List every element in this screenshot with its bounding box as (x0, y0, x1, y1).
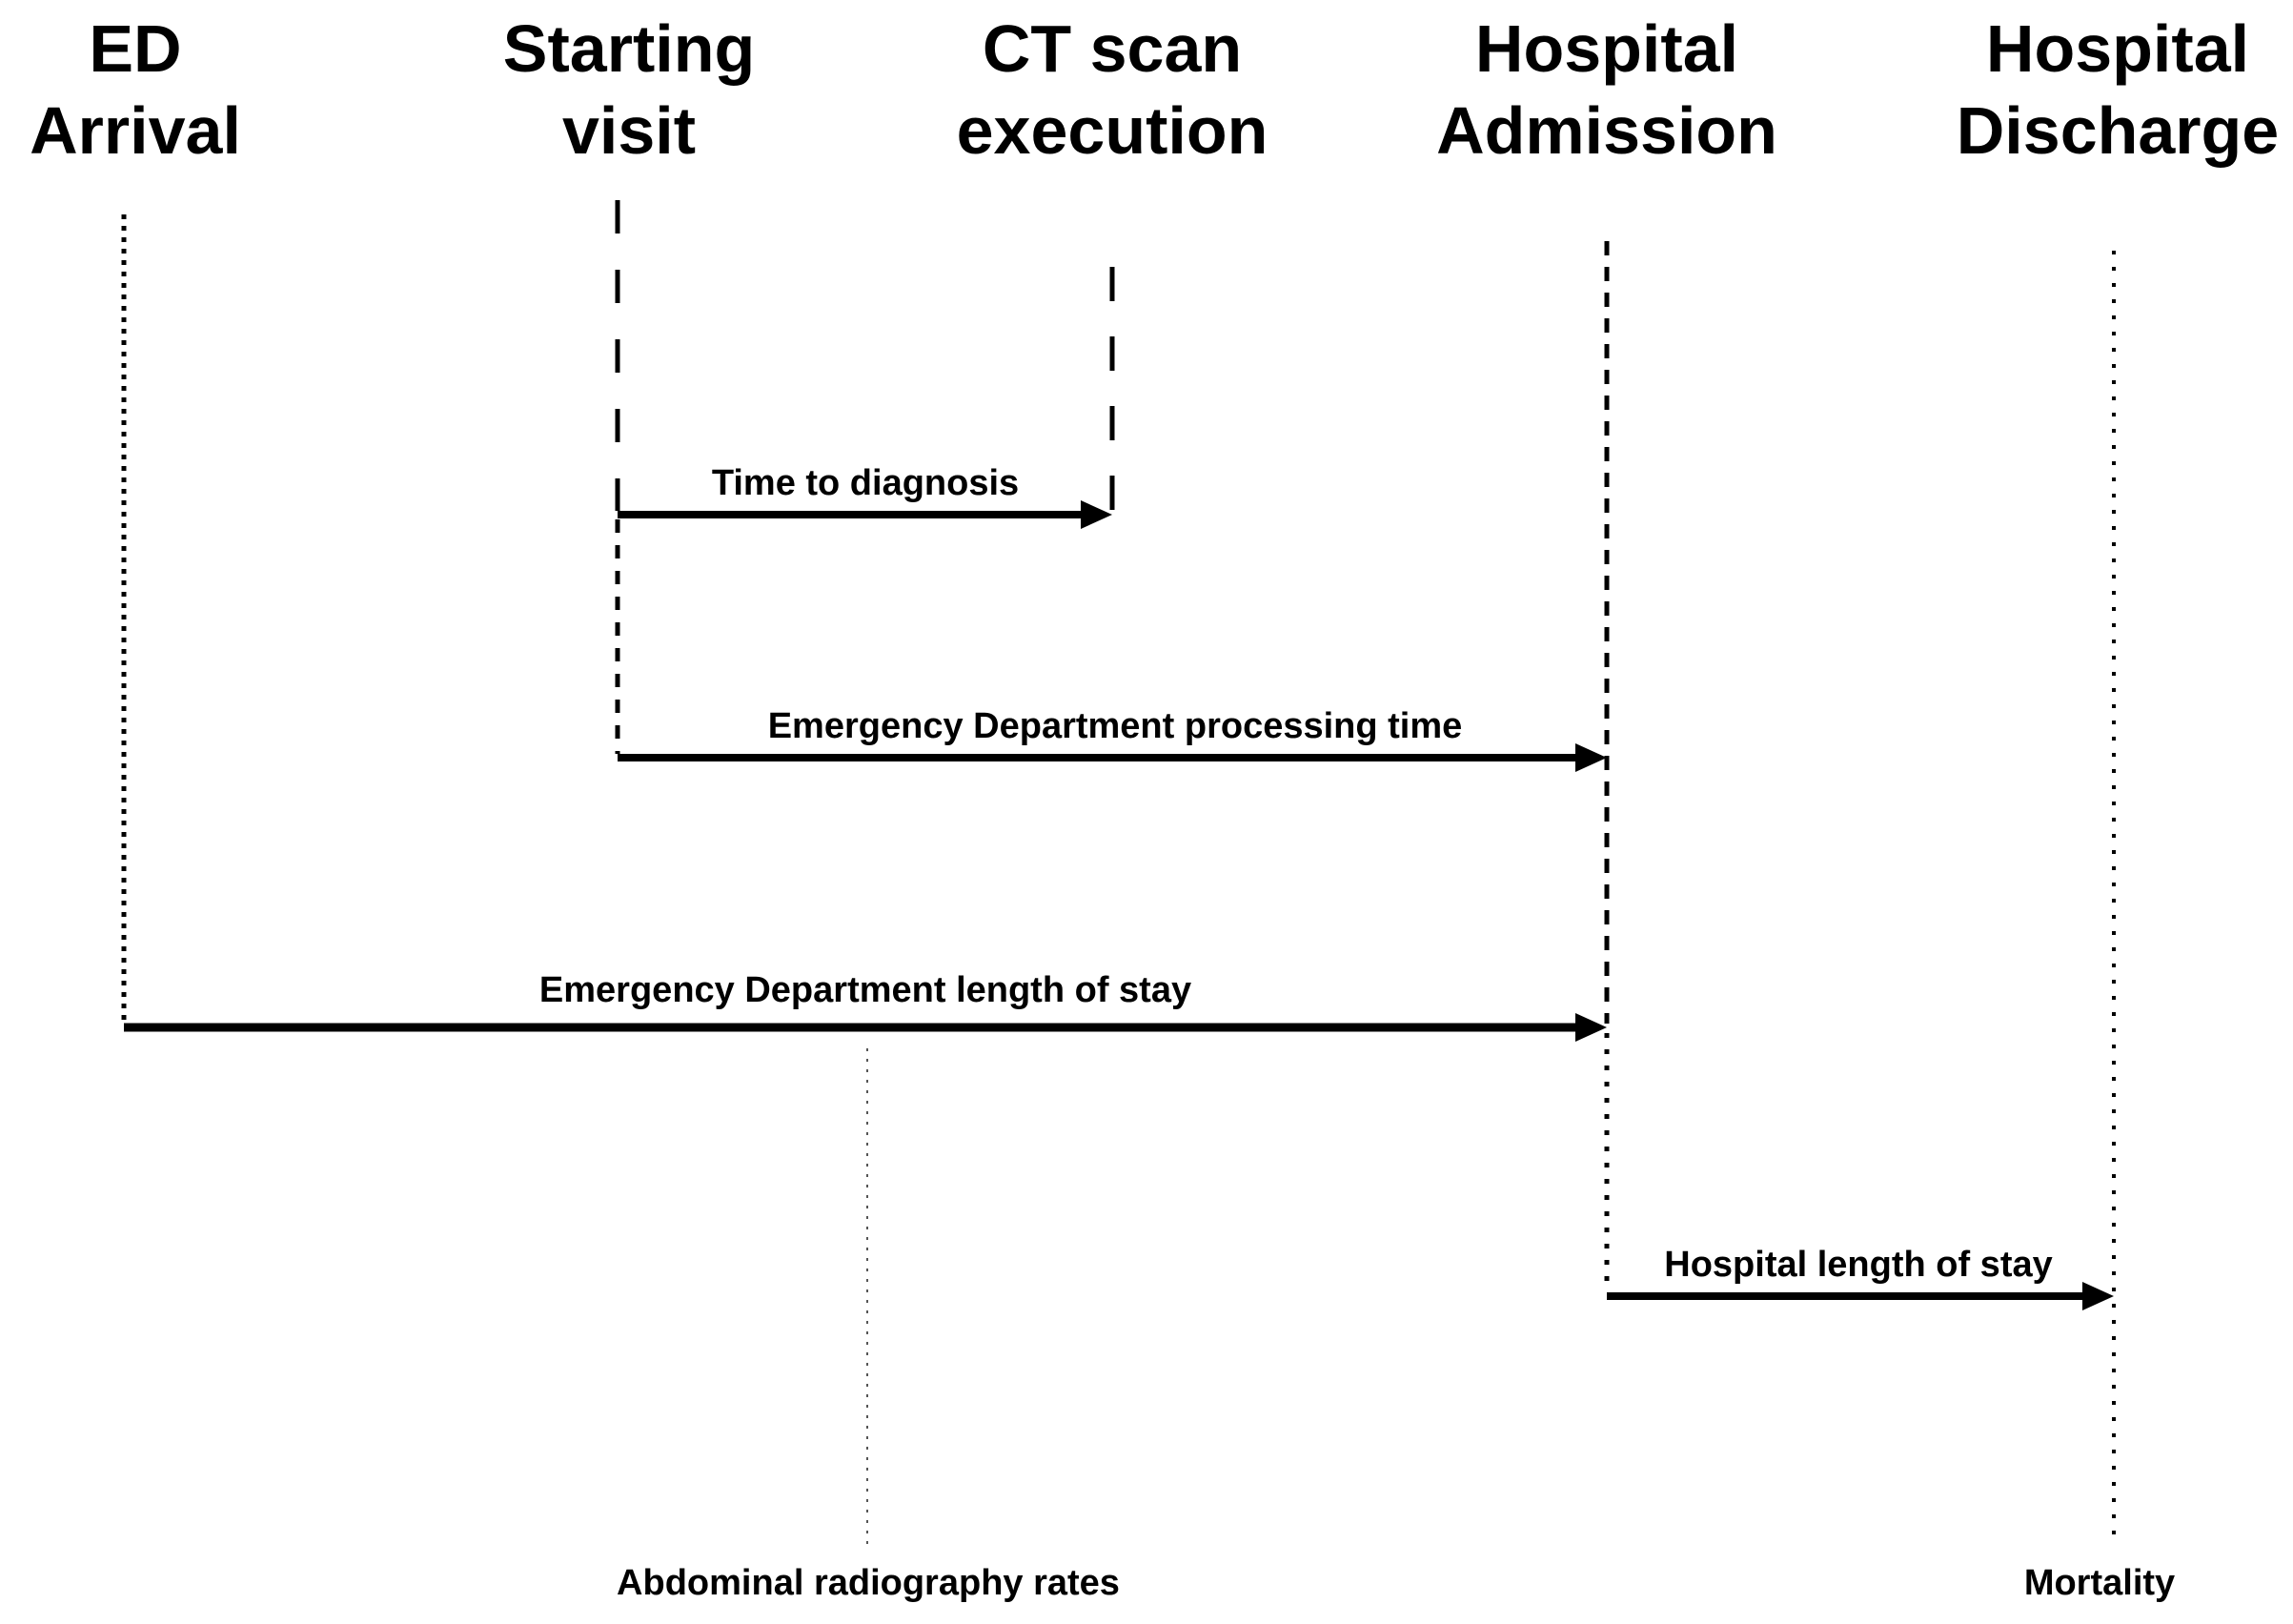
interval-arrow-ed-processing-time (618, 743, 1607, 772)
event-header-line: Hospital (1474, 11, 1739, 86)
interval-label-hospital-length-of-stay: Hospital length of stay (1664, 1245, 2053, 1285)
interval-label-time-to-diagnosis: Time to diagnosis (711, 463, 1020, 503)
event-header-line: visit (561, 93, 697, 168)
interval-arrow-hospital-length-of-stay (1607, 1282, 2114, 1310)
event-header-line: Starting (502, 11, 756, 86)
interval-arrow-time-to-diagnosis (618, 500, 1112, 529)
arrowhead-icon (1081, 500, 1112, 529)
interval-label-ed-length-of-stay: Emergency Department length of stay (538, 970, 1192, 1010)
event-header-hospital-admission: Hospital Admission (1436, 8, 1777, 172)
event-header-line: Discharge (1956, 93, 2280, 168)
interval-label-ed-processing-time: Emergency Department processing time (767, 706, 1463, 746)
event-header-line: Hospital (1985, 11, 2250, 86)
arrowhead-icon (2082, 1282, 2114, 1310)
event-header-line: Arrival (30, 93, 241, 168)
event-header-ed-arrival: ED Arrival (30, 8, 241, 172)
event-header-hospital-discharge: Hospital Discharge (1957, 8, 2279, 172)
event-header-line: CT scan (982, 11, 1243, 86)
arrowhead-icon (1575, 1013, 1607, 1042)
event-header-ct-scan-execution: CT scan execution (957, 8, 1268, 172)
arrowhead-icon (1575, 743, 1607, 772)
event-header-line: ED (89, 11, 182, 86)
outcome-label-abdominal-radiography-rates: Abdominal radiography rates (617, 1563, 1120, 1603)
event-header-line: execution (956, 93, 1268, 168)
event-header-line: Admission (1436, 93, 1777, 168)
interval-arrow-ed-length-of-stay (124, 1013, 1607, 1042)
outcome-label-mortality: Mortality (2023, 1563, 2176, 1603)
event-header-starting-visit: Starting visit (503, 8, 755, 172)
